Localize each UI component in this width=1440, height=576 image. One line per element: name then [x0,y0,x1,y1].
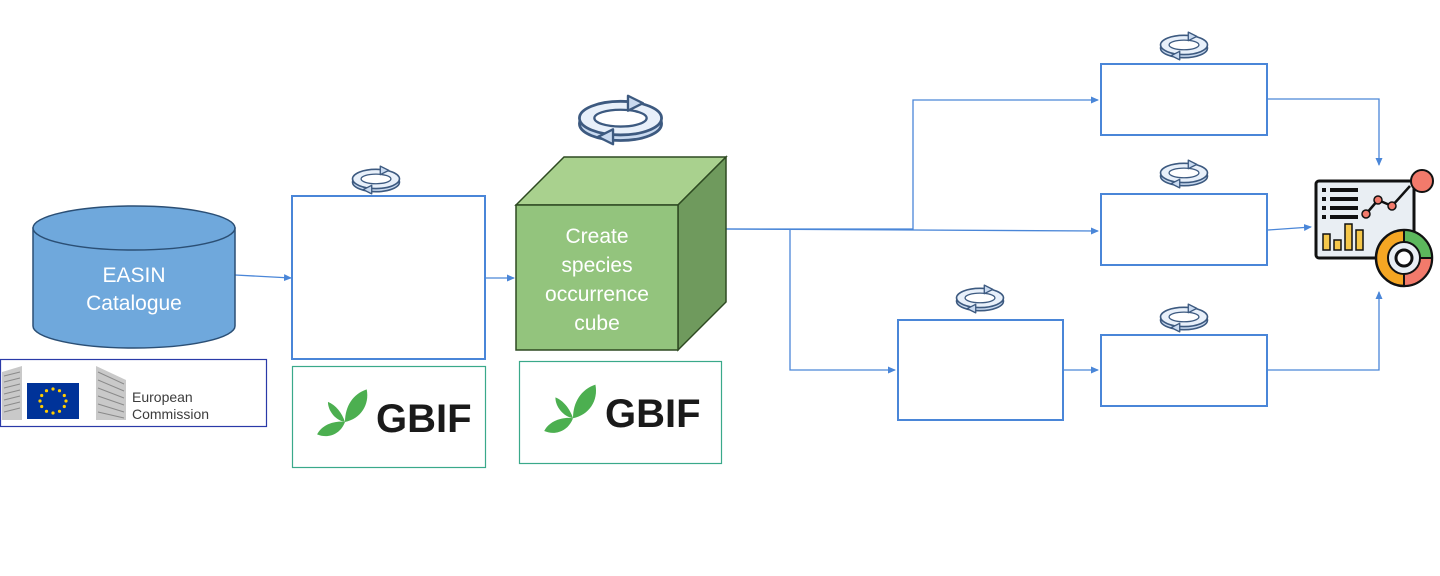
process-box-1 [291,195,486,360]
arrow-cube-to-lower-box [789,229,896,374]
connectors [234,96,1383,374]
process-box-right-top [1100,63,1268,136]
process-box-lower [897,319,1064,421]
easin-catalogue-database: EASIN Catalogue [32,205,236,349]
arrow-easin-to-box1 [234,274,292,282]
process-box-right-middle [1100,193,1268,266]
ec-label-line2: Commission [132,406,209,422]
gbif-logo-frame [291,365,487,469]
gbif-logo: GBIF [518,360,723,465]
database-top [32,205,236,251]
database-body [32,227,236,349]
european-commission-logo: European Commission [0,358,268,428]
arrow-cube-to-right-middle [725,227,1099,235]
arrow-cube-to-right-top [726,96,1099,230]
refresh-cycle-icon [955,284,1005,314]
gbif-label: GBIF [376,397,472,441]
refresh-cycle-icon [1159,303,1209,333]
cube-label-line3: occurrence [545,283,649,306]
refresh-cycle-icon [577,94,664,146]
cube-label-line4: cube [574,312,620,335]
refresh-cycle-icon [1159,159,1209,189]
eu-stars-icon [38,387,68,415]
refresh-cycle-icon [351,165,401,195]
easin-label-line1: EASIN [102,264,165,287]
ec-label-line1: European [132,389,193,405]
arrow-right-bottom-to-dashboard [1268,291,1383,371]
ec-building-icon [2,366,126,420]
easin-label-line2: Catalogue [86,292,182,315]
cube-front-face [515,204,679,351]
gbif-logo: GBIF [291,365,487,469]
gbif-label: GBIF [605,392,701,436]
cube-label-line2: species [561,254,632,277]
process-box-right-bottom [1100,334,1268,407]
gbif-logo-frame [518,360,723,465]
arrow-right-middle-to-dashboard [1267,223,1312,231]
analytics-dashboard-icon [1314,169,1434,288]
arrow-right-top-to-dashboard [1268,98,1383,166]
cube-label-line1: Create [565,225,628,248]
species-occurrence-cube: Create species occurrence cube [514,155,728,352]
refresh-cycle-icon [1159,31,1209,61]
